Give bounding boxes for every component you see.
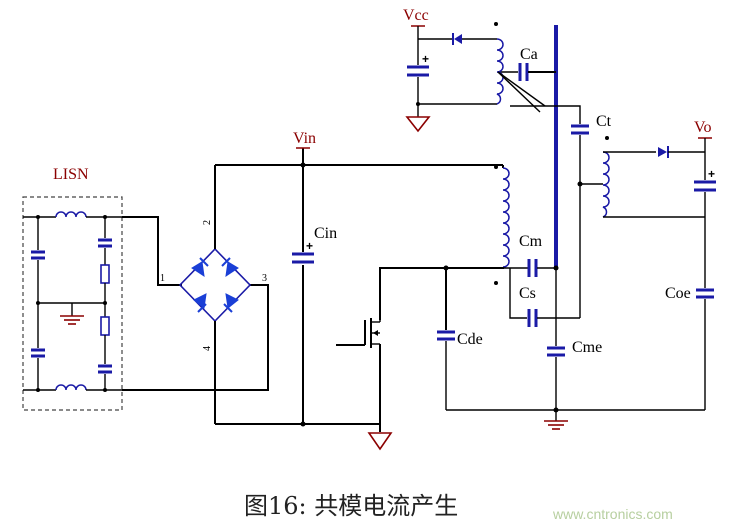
coe-label: Coe: [665, 285, 691, 302]
vin-label: Vin: [293, 130, 316, 147]
output-winding: [602, 151, 610, 218]
aux-winding-section: Vcc +: [403, 7, 546, 133]
lisn-bottom-inductor: [55, 384, 87, 391]
primary-ground-icon: [367, 432, 393, 451]
cin-capacitor: +: [292, 239, 314, 264]
lisn-resistor-bottom: [100, 316, 110, 336]
cme-capacitor: [547, 346, 565, 357]
aux-dot: [494, 22, 498, 26]
vo-label: Vo: [694, 119, 712, 136]
cin-label: Cin: [314, 225, 337, 242]
vcc-capacitor: +: [407, 52, 429, 77]
primary-dot-bottom: [494, 281, 498, 285]
lisn-top-inductor: [55, 211, 87, 218]
ca-label: Ca: [520, 46, 538, 63]
bridge-diode-2: [221, 257, 239, 278]
bridge-diode-3: [193, 293, 207, 313]
bridge-pin-1: 1: [160, 273, 165, 284]
vcc-label: Vcc: [403, 7, 429, 24]
cde-capacitor: [437, 330, 455, 341]
output-diode: [658, 146, 669, 158]
lisn-label: LISN: [53, 166, 89, 183]
lisn-resistor-top: [100, 264, 110, 284]
watermark: www.cntronics.com: [552, 506, 673, 522]
aux-ground-icon: [405, 116, 431, 133]
primary-dot: [494, 165, 498, 169]
cm-label: Cm: [519, 233, 543, 250]
cme-label: Cme: [572, 339, 602, 356]
aux-diode: [452, 33, 462, 45]
lisn-block: LISN: [22, 166, 123, 411]
coe-capacitor: [696, 288, 714, 299]
mosfet-switch: [336, 318, 381, 424]
ct-capacitor: [571, 124, 589, 135]
cm-capacitor: [527, 259, 538, 277]
earth-ground-icon: [544, 420, 568, 430]
ct-label: Ct: [596, 113, 612, 130]
switch-node: Cde Cm Cs: [336, 233, 580, 424]
output-section: Ct Vo + Coe: [510, 105, 716, 410]
figure-caption: 图16: 共模电流产生: [244, 492, 458, 520]
primary-winding: [494, 165, 510, 285]
bridge-diode-4: [223, 293, 239, 313]
vo-capacitor: +: [694, 167, 716, 192]
bridge-pin-4: 4: [202, 346, 213, 351]
lisn-dashed-box: [22, 196, 123, 411]
cde-label: Cde: [457, 331, 483, 348]
bridge-diode-1: [191, 257, 209, 278]
bridge-pin-2: 2: [202, 220, 213, 225]
output-dot: [605, 136, 609, 140]
lisn-ground-icon: [60, 315, 84, 325]
cs-capacitor: [527, 309, 538, 327]
svg-text:+: +: [422, 52, 429, 66]
ca-capacitor: [518, 63, 529, 81]
svg-text:+: +: [708, 167, 715, 181]
svg-text:+: +: [306, 239, 313, 253]
ground-bus: [367, 407, 705, 451]
shield-rail: Cme Ca: [498, 25, 602, 410]
ac-input-wiring: [122, 216, 269, 391]
vin-rail: Vin + Cin: [215, 130, 503, 427]
bridge-rectifier: 1 2 3 4: [160, 165, 267, 424]
cs-label: Cs: [519, 285, 536, 302]
bridge-pin-3: 3: [262, 273, 267, 284]
